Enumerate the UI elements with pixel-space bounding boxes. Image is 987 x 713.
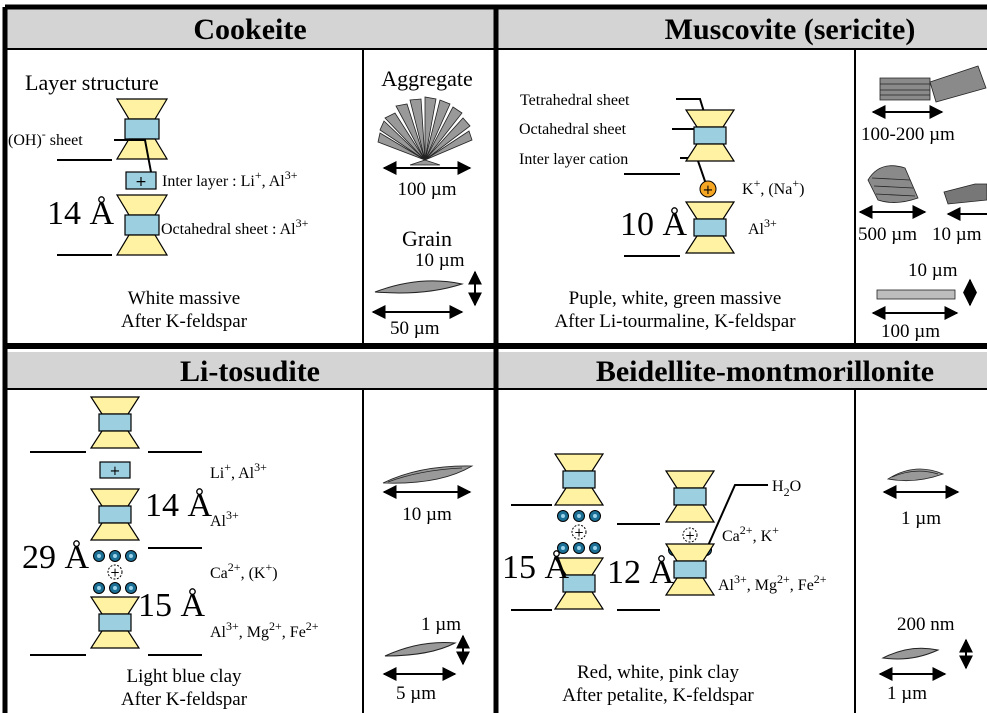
cookeite-title: Cookeite: [193, 13, 306, 46]
cookeite-header: [5, 7, 495, 48]
muscovite-size-2: 500 µm: [858, 224, 917, 245]
muscovite-booklet-2: [867, 165, 919, 203]
muscovite-top-sheet: [685, 109, 735, 162]
muscovite-desc-2: After Li-tourmaline, K-feldspar: [554, 311, 796, 332]
octahedral-sheet-label: Octahedral sheet: [519, 121, 627, 138]
cookeite-top-sheet: [116, 98, 168, 160]
litosudite-interlayer-plus: +: [110, 464, 121, 479]
litosudite-spacing-14: 14 Å: [145, 487, 213, 524]
muscovite-al-label: Al3+: [748, 216, 777, 238]
grain-label: Grain: [402, 226, 452, 251]
beidellite-spacing-15: 15 Å: [502, 549, 570, 586]
muscovite-size-3: 10 µm: [932, 224, 982, 245]
beidellite-spacing-12: 12 Å: [607, 554, 675, 591]
cookeite-interlayer: [125, 171, 157, 190]
beidellite-title: Beidellite-montmorillonite: [596, 355, 934, 388]
beidellite-desc-1: Red, white, pink clay: [577, 662, 739, 683]
muscovite-title: Muscovite (sericite): [665, 13, 916, 46]
litosudite-crystal-1: [382, 465, 474, 484]
muscovite-booklet-1: [879, 65, 987, 103]
beidellite-right-cation: [682, 527, 698, 543]
aggregate-crystal: [377, 96, 473, 166]
muscovite-flake: [876, 289, 956, 300]
litosudite-crystal-2: [384, 642, 457, 657]
muscovite-size-4-length: 100 µm: [881, 321, 940, 342]
beidellite-size-2-thickness: 200 nm: [897, 614, 955, 635]
cookeite-spacing: 14 Å: [47, 195, 115, 232]
beidellite-left-water-layer: [557, 510, 601, 554]
beidellite-crystal-2: [881, 647, 940, 660]
interlayer-label: Inter layer : Li+, Al3+: [162, 168, 298, 190]
litosudite-spacing-29: 29 Å: [22, 539, 90, 576]
beidellite-oct-label: Al3+, Mg2+, Fe2+: [718, 572, 827, 594]
grain-length: 50 µm: [390, 318, 440, 339]
grain-thickness: 10 µm: [415, 250, 465, 271]
aggregate-size: 100 µm: [398, 179, 457, 200]
beidellite-crystal-1: [886, 468, 945, 482]
muscovite-desc-1: Puple, white, green massive: [569, 288, 782, 309]
muscovite-header: [497, 7, 987, 48]
muscovite-bottom-sheet: [685, 201, 735, 254]
muscovite-booklet-3: [943, 183, 987, 205]
beidellite-ca-label: Ca2+, K+: [722, 523, 779, 545]
k-na-label: K+, (Na+): [742, 176, 804, 198]
muscovite-spacing: 10 Å: [620, 206, 688, 243]
litosudite-size-2-thickness: 1 µm: [421, 614, 461, 635]
cookeite-desc-2: After K-feldspar: [121, 311, 248, 332]
litosudite-sheet-1: [90, 396, 140, 449]
interlayer-plus: +: [135, 174, 147, 190]
litosudite-title: Li-tosudite: [180, 355, 320, 388]
beidellite-header: [497, 352, 987, 388]
litosudite-header: [5, 352, 495, 388]
beidellite-left-sheet-1: [554, 453, 604, 506]
litosudite-size-1: 10 µm: [402, 504, 452, 525]
oh-sheet-leader: [114, 139, 152, 173]
litosudite-sheet-3: [90, 596, 140, 649]
beidellite-desc-2: After petalite, K-feldspar: [562, 685, 754, 706]
muscovite-size-4-thickness: 10 µm: [908, 260, 958, 281]
aggregate-label: Aggregate: [381, 66, 473, 91]
litosudite-spacing-15: 15 Å: [138, 587, 206, 624]
cookeite-bottom-sheet: [116, 194, 168, 256]
beidellite-right-sheet-1: [665, 470, 715, 523]
litosudite-size-2-length: 5 µm: [396, 683, 436, 704]
h2o-leader: [706, 484, 768, 549]
litosudite-sheet-2: [90, 488, 140, 541]
litosudite-desc-1: Light blue clay: [126, 666, 242, 687]
litosudite-ca-label: Ca2+, (K+): [210, 560, 278, 582]
litosudite-oct-label: Al3+, Mg2+, Fe2+: [210, 619, 319, 641]
k-cation: [699, 180, 717, 198]
tetrahedral-sheet-label: Tetrahedral sheet: [520, 92, 630, 109]
litosudite-water-layer: [93, 550, 137, 594]
beidellite-size-1: 1 µm: [901, 508, 941, 529]
grain-crystal: [374, 280, 464, 294]
beidellite-size-2-length: 1 µm: [887, 683, 927, 704]
octahedral-label: Octahedral sheet : Al3+: [161, 216, 309, 238]
k-cation-plus: +: [703, 183, 714, 198]
h2o-label: H2O: [772, 478, 801, 499]
muscovite-size-1: 100-200 µm: [861, 124, 955, 145]
layer-structure-label: Layer structure: [25, 70, 159, 95]
litosudite-interlayer: [99, 461, 131, 479]
cookeite-desc-1: White massive: [128, 288, 240, 309]
litosudite-al-label: Al3+: [210, 508, 239, 530]
litosudite-li-label: Li+, Al3+: [210, 460, 267, 482]
inter-layer-cation-label: Inter layer cation: [519, 151, 628, 168]
oh-sheet-label: (OH)- sheet: [8, 127, 83, 149]
litosudite-desc-2: After K-feldspar: [121, 689, 248, 710]
